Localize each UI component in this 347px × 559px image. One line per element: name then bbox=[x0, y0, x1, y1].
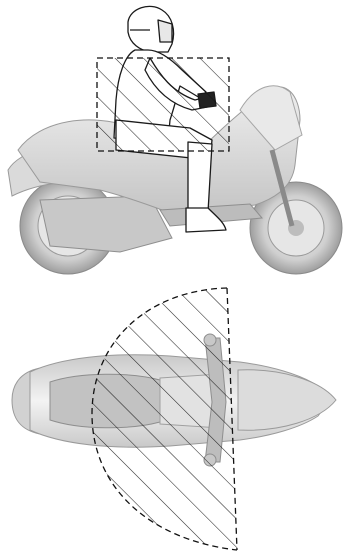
top-nose bbox=[238, 370, 336, 430]
top-zone bbox=[92, 288, 237, 550]
rider-lower-leg bbox=[188, 142, 212, 212]
side-zone bbox=[97, 58, 229, 151]
